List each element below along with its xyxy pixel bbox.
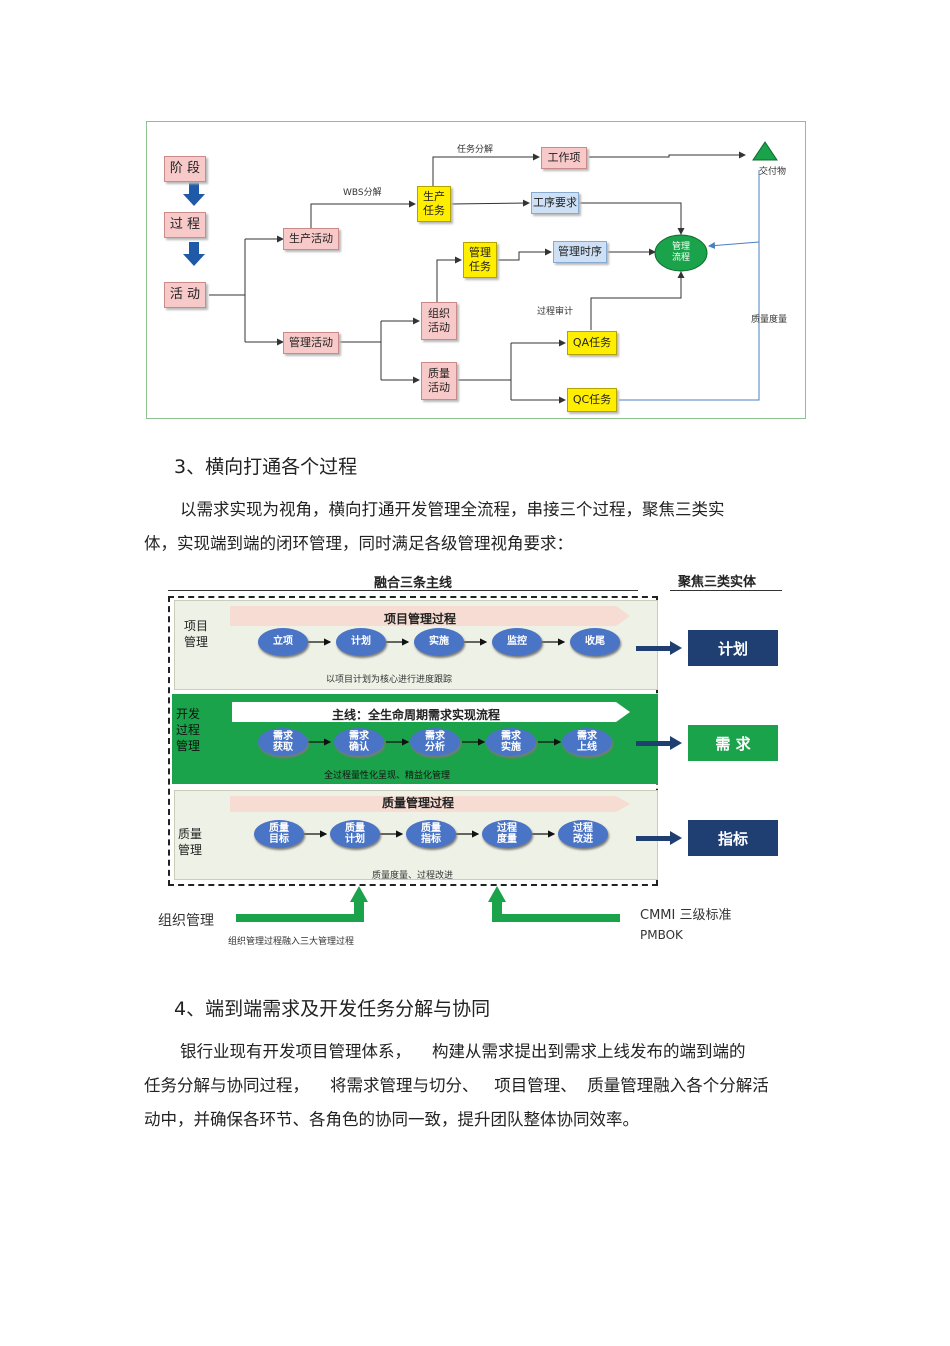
work-item-box: 工作项 xyxy=(541,147,587,169)
activity-box: 活 动 xyxy=(164,282,206,308)
deliverable-triangle xyxy=(752,141,778,161)
entity-requirement: 需 求 xyxy=(688,725,778,761)
entity-plan: 计划 xyxy=(688,630,778,666)
management-timing-box: 管理时序 xyxy=(553,241,607,263)
band1-side-label: 项目 管理 xyxy=(184,619,209,650)
quality-activity-box: 质量 活动 xyxy=(421,362,457,400)
step-project-initiation: 立项 xyxy=(258,628,308,656)
entity-metric: 指标 xyxy=(688,820,778,856)
process-requirement-box: 工序要求 xyxy=(531,192,579,214)
header-right: 聚焦三类实体 xyxy=(678,575,757,590)
three-mainlines-diagram: 融合三条主线 聚焦三类实体 xyxy=(150,568,790,952)
step-project-plan: 计划 xyxy=(336,628,386,656)
management-activity-box: 管理活动 xyxy=(283,332,339,354)
header-left-rule xyxy=(168,590,638,591)
section3-para-line1: 以需求实现为视角，横向打通开发管理全流程，串接三个过程，聚焦三类实 xyxy=(180,500,725,519)
management-task-box: 管理 任务 xyxy=(463,242,497,278)
band3-sub: 质量度量、过程改进 xyxy=(372,871,454,881)
quality-measure-label: 质量度量 xyxy=(751,315,788,325)
step-req-acquire: 需求 获取 xyxy=(258,728,308,756)
step-project-close: 收尾 xyxy=(570,628,620,656)
step-quality-metric: 质量 指标 xyxy=(406,820,456,848)
section3-para-line2: 体，实现端到端的闭环管理，同时满足各级管理视角要求： xyxy=(144,534,573,553)
step-req-analyze: 需求 分析 xyxy=(410,728,460,756)
band2-title: 主线：全生命周期需求实现流程 xyxy=(332,708,501,722)
org-management-label: 组织管理 xyxy=(158,913,214,929)
process-decomposition-diagram: 阶 段 过 程 活 动 生产活动 管理活动 生产 任务 管理 任务 组织 活动 … xyxy=(146,121,806,419)
band3-title: 质量管理过程 xyxy=(382,796,455,810)
qc-task-box: QC任务 xyxy=(567,388,617,412)
step-project-implement: 实施 xyxy=(414,628,464,656)
band2-sub: 全过程量性化呈现、精益化管理 xyxy=(324,771,451,781)
section3-heading: 3、横向打通各个过程 xyxy=(174,456,358,478)
qa-task-box: QA任务 xyxy=(567,331,617,355)
step-quality-plan: 质量 计划 xyxy=(330,820,380,848)
step-project-monitor: 监控 xyxy=(492,628,542,656)
wbs-label: WBS分解 xyxy=(343,188,382,198)
band1-title: 项目管理过程 xyxy=(384,612,457,626)
org-management-sub: 组织管理过程融入三大管理过程 xyxy=(228,937,355,947)
process-audit-label: 过程审计 xyxy=(537,307,574,317)
section4-para-line3: 动中，并确保各环节、各角色的协同一致，提升团队整体协同效率。 xyxy=(144,1110,639,1129)
stage-box: 阶 段 xyxy=(164,156,206,182)
section4-para-line1: 银行业现有开发项目管理体系， 构建从需求提出到需求上线发布的端到端的 xyxy=(180,1042,746,1061)
step-quality-goal: 质量 目标 xyxy=(254,820,304,848)
header-right-rule xyxy=(670,590,782,591)
section4-para-line2: 任务分解与协同过程， 将需求管理与切分、 项目管理、 质量管理融入各个分解活 xyxy=(144,1076,769,1095)
management-flow-node: 管理 流程 xyxy=(671,241,690,263)
production-task-box: 生产 任务 xyxy=(417,186,451,222)
step-process-improve: 过程 改进 xyxy=(558,820,608,848)
step-req-confirm: 需求 确认 xyxy=(334,728,384,756)
production-activity-box: 生产活动 xyxy=(283,228,339,250)
diagram2-arrows xyxy=(230,606,682,922)
step-req-release: 需求 上线 xyxy=(562,728,612,756)
step-req-implement: 需求 实施 xyxy=(486,728,536,756)
step-process-measure: 过程 度量 xyxy=(482,820,532,848)
diagram1-connectors xyxy=(183,141,778,404)
cmmi-label: CMMI 三级标准 xyxy=(640,908,732,923)
deliverable-label: 交付物 xyxy=(759,167,787,177)
band2-side-label: 开发 过程 管理 xyxy=(176,707,201,754)
section4-heading: 4、端到端需求及开发任务分解与协同 xyxy=(174,998,491,1020)
header-left: 融合三条主线 xyxy=(374,576,453,591)
band1-sub: 以项目计划为核心进行进度跟踪 xyxy=(326,675,453,685)
band3-side-label: 质量 管理 xyxy=(178,827,203,858)
task-decomp-label: 任务分解 xyxy=(457,145,494,155)
pmbok-label: PMBOK xyxy=(640,928,683,942)
org-activity-box: 组织 活动 xyxy=(421,302,457,340)
process-box: 过 程 xyxy=(164,212,206,238)
